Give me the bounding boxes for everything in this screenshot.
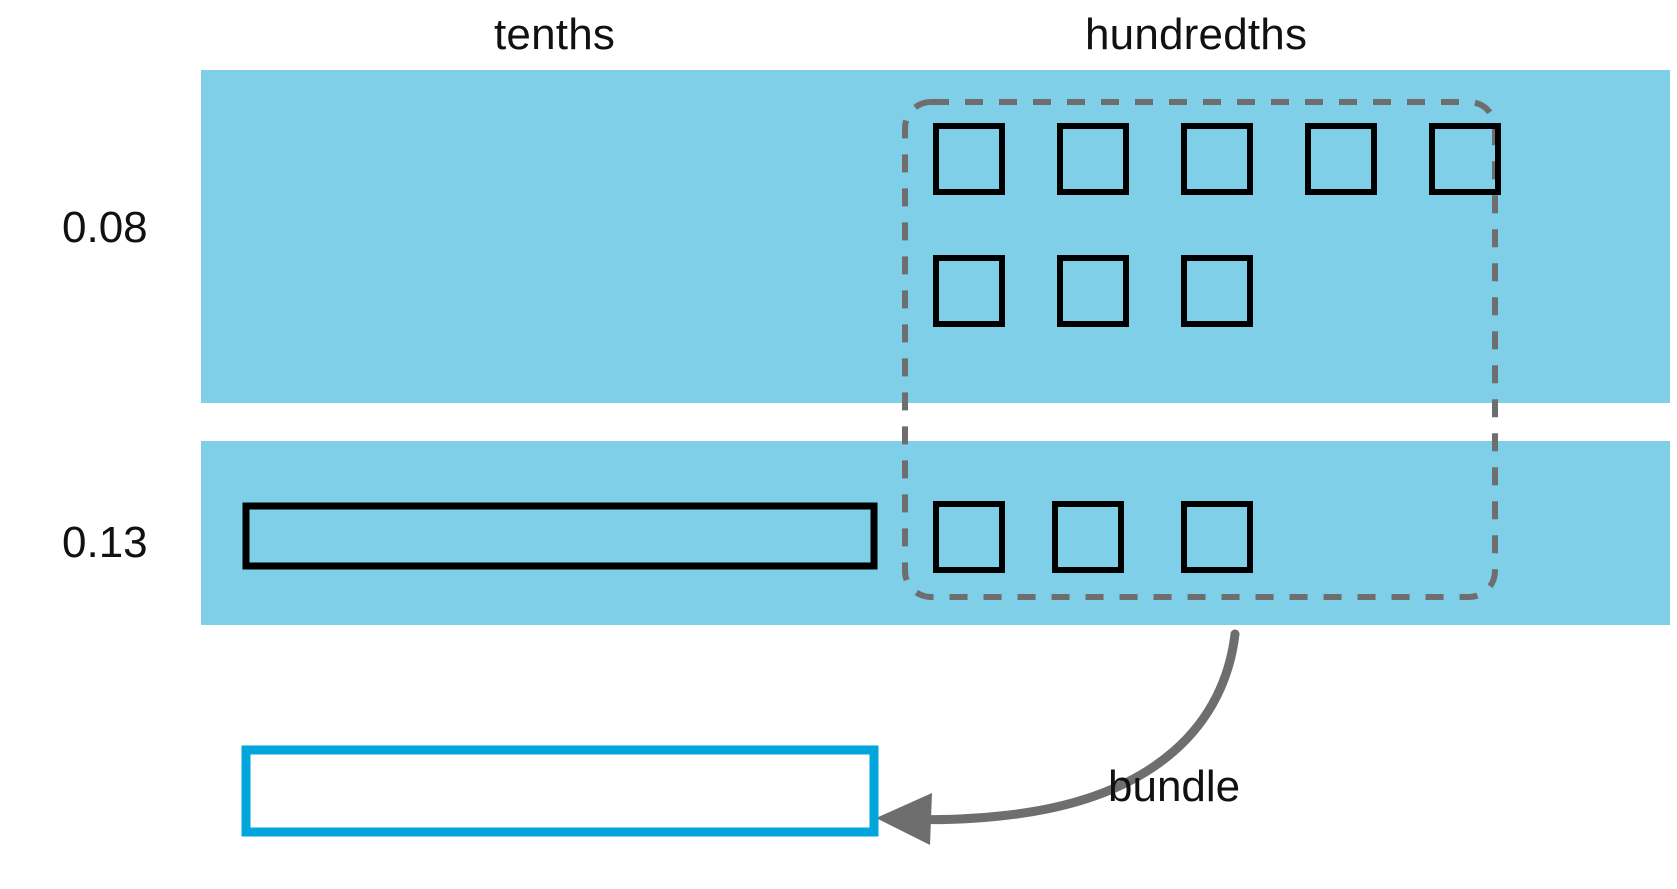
hundredths-square: [1305, 123, 1377, 195]
hundredths-square: [1181, 123, 1253, 195]
hundredths-square: [933, 501, 1005, 573]
bundle-arrow: [907, 629, 1240, 825]
hundredths-square: [933, 123, 1005, 195]
hundredths-square: [1181, 501, 1253, 573]
column-header-tenths: tenths: [494, 10, 616, 59]
bundle-label: bundle: [1108, 762, 1241, 811]
hundredths-square: [1057, 123, 1129, 195]
hundredths-square: [1429, 123, 1501, 195]
tenths-rod: [242, 502, 878, 570]
hundredths-square: [933, 255, 1005, 327]
column-header-hundredths: hundredths: [1085, 10, 1308, 59]
bundle-outline: [902, 99, 1498, 600]
row-label-1: 0.13: [62, 518, 148, 567]
row-label-0: 0.08: [62, 203, 148, 252]
hundredths-square: [1057, 255, 1129, 327]
hundredths-square: [1181, 255, 1253, 327]
result-tenths-rod: [241, 745, 879, 837]
hundredths-square: [1052, 501, 1124, 573]
bundle-arrowhead: [876, 793, 932, 845]
row-band-0: [201, 70, 1670, 403]
